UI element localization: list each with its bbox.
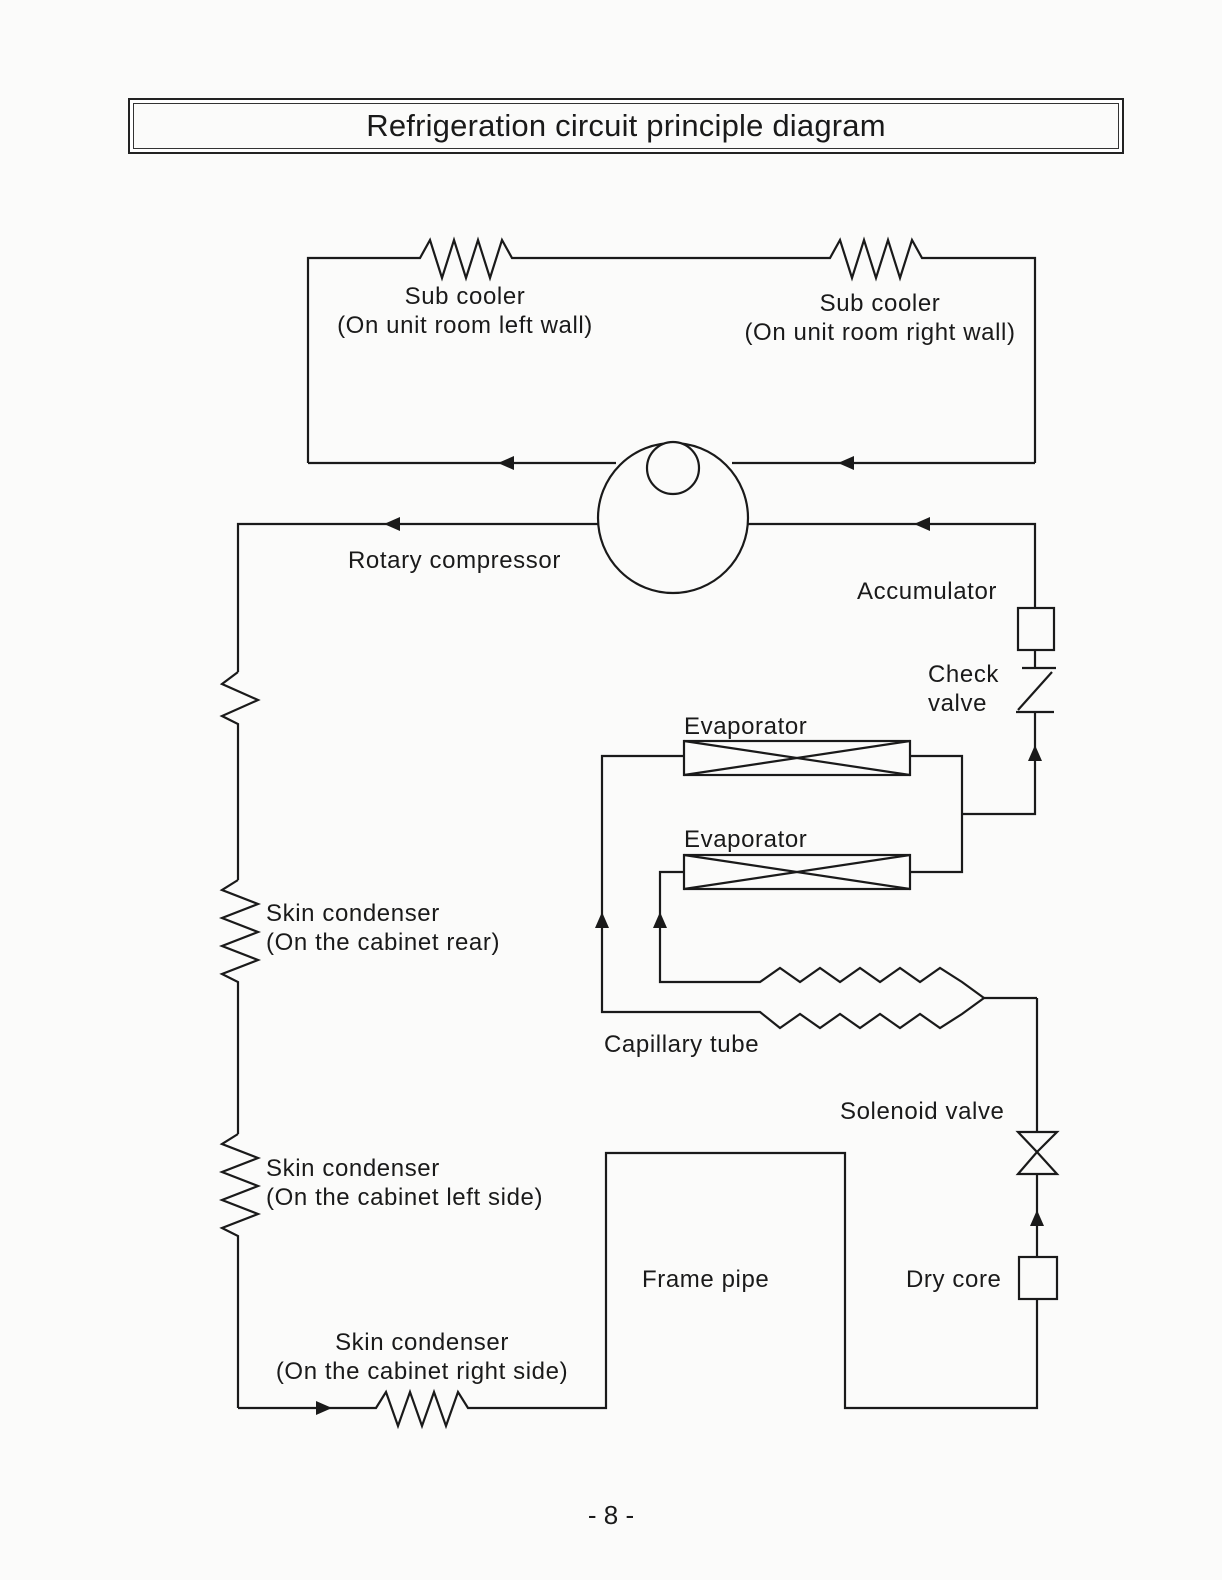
rotary-compressor-port — [645, 440, 701, 496]
skin-condenser-left-label-1: Skin condenser — [266, 1155, 440, 1182]
solenoid-valve — [1015, 1130, 1060, 1176]
flow-arrow-discharge — [384, 517, 400, 531]
skin-condenser-rear-label-1: Skin condenser — [266, 900, 440, 927]
rotary-compressor-label: Rotary compressor — [348, 547, 561, 574]
solenoid-valve-label: Solenoid valve — [840, 1098, 1005, 1125]
sub-cooler-left-label-1: Sub cooler — [405, 283, 526, 310]
sub-cooler-left-label-2: (On unit room left wall) — [337, 312, 593, 339]
check-valve-label-2: valve — [928, 690, 987, 717]
flow-arrow-check-valve — [1028, 745, 1042, 761]
flow-arrow-right-top — [838, 456, 854, 470]
flow-arrow-bottom — [316, 1401, 332, 1415]
check-valve-diagonal — [1017, 671, 1053, 711]
skin-condenser-right-label-2: (On the cabinet right side) — [276, 1358, 568, 1385]
sub-cooler-right-label-1: Sub cooler — [820, 290, 941, 317]
flow-arrow-capillary-upper — [653, 912, 667, 928]
capillary-tube-label: Capillary tube — [604, 1031, 759, 1058]
skin-condenser-rear-coil-1 — [219, 671, 261, 880]
skin-condenser-left-label-2: (On the cabinet left side) — [266, 1184, 543, 1211]
evaporator-bottom-inlet-pipe — [658, 870, 684, 918]
evaporator-top-inlet-pipe — [600, 754, 684, 914]
skin-condenser-right-pipe — [238, 1151, 1039, 1430]
evaporator-bottom-label: Evaporator — [684, 826, 807, 853]
capillary-tube-lower — [600, 914, 985, 1030]
flow-arrow-capillary-lower — [595, 912, 609, 928]
evaporator-top-cross-2 — [683, 739, 911, 777]
flow-arrow-left-top — [498, 456, 514, 470]
flow-arrow-suction — [914, 517, 930, 531]
evaporator-top-outlet-pipe — [910, 754, 964, 874]
frame-pipe-label: Frame pipe — [642, 1266, 769, 1293]
dry-core — [1017, 1255, 1059, 1301]
page-number: - 8 - — [587, 1500, 635, 1530]
dry-core-label: Dry core — [906, 1266, 1001, 1293]
skin-condenser-rear-label-2: (On the cabinet rear) — [266, 929, 500, 956]
accumulator — [1016, 606, 1056, 652]
capillary-tube-upper — [658, 918, 985, 999]
check-valve-label-1: Check — [928, 661, 999, 688]
title-box: Refrigeration circuit principle diagram — [128, 98, 1124, 154]
accumulator-label: Accumulator — [857, 578, 997, 605]
skin-condenser-left-coil — [218, 1133, 262, 1408]
page-title: Refrigeration circuit principle diagram — [366, 108, 886, 143]
skin-condenser-rear-coil-2 — [218, 879, 262, 1134]
flow-arrow-dry-core — [1030, 1210, 1044, 1226]
skin-condenser-right-label-1: Skin condenser — [335, 1329, 509, 1356]
sub-cooler-pipe-top — [306, 236, 1037, 463]
suction-pipe — [748, 522, 1037, 608]
evaporator-top-label: Evaporator — [684, 713, 807, 740]
sub-cooler-right-label-2: (On unit room right wall) — [744, 319, 1015, 346]
evaporator-bottom-cross-2 — [683, 853, 911, 891]
discharge-pipe — [236, 522, 598, 672]
evaporator-outlet-pipe — [962, 712, 1037, 816]
